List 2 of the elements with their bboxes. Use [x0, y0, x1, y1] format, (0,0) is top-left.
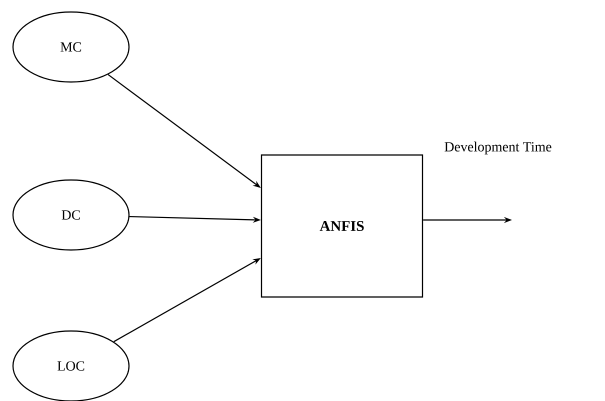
edge-label: Development Time: [444, 142, 552, 154]
process-box: ANFIS: [260, 154, 424, 298]
